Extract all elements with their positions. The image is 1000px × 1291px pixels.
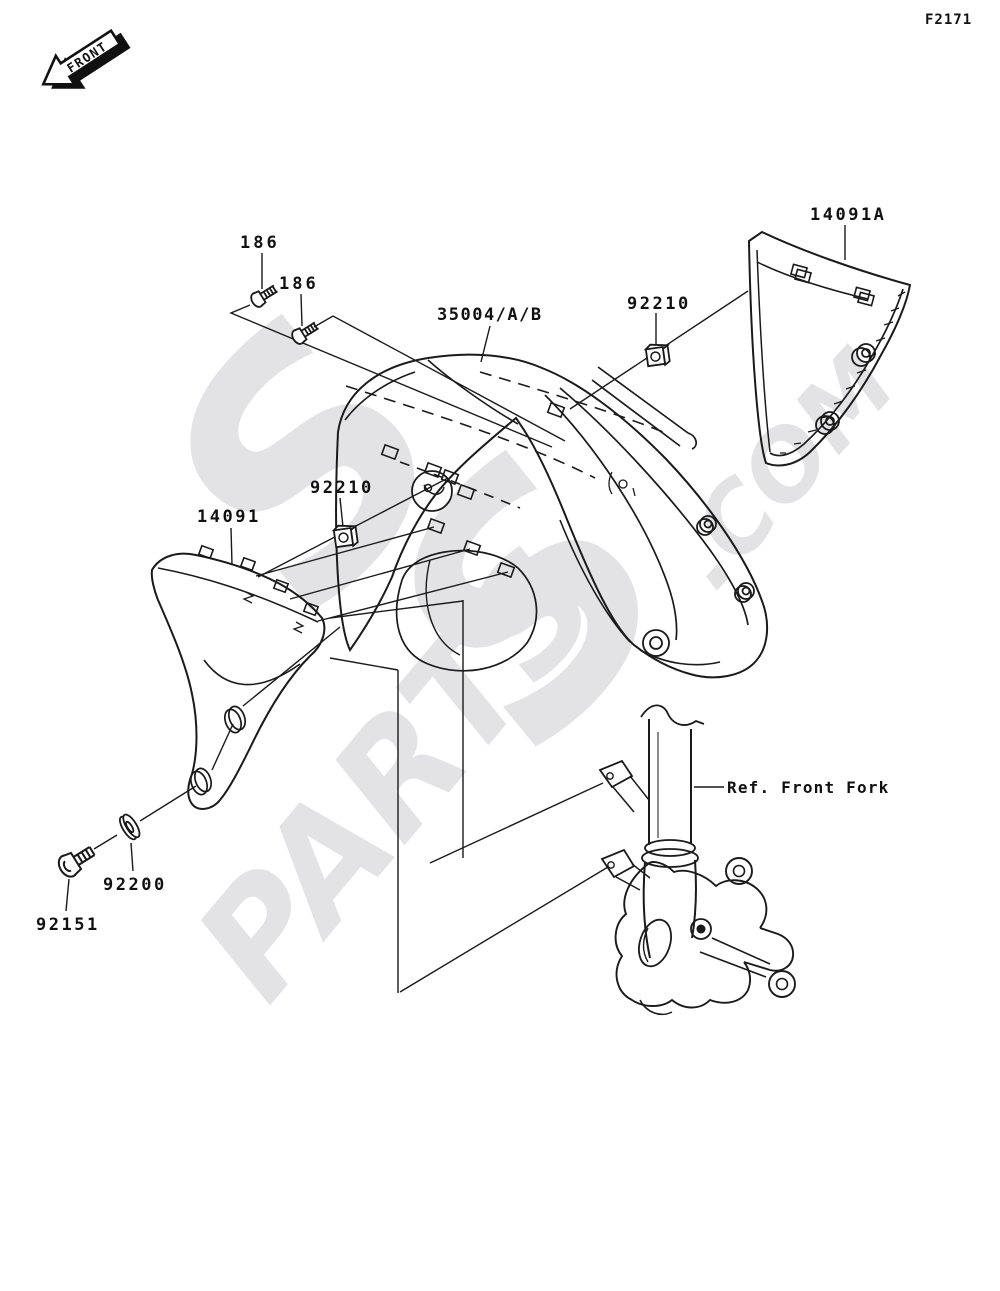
left-cover-holes [189, 705, 247, 796]
bolt-92151-icon [57, 846, 96, 878]
part-label-186-upper: 186 [240, 233, 280, 253]
watermark-com-text: .COM [650, 330, 917, 610]
fender-mount-tabs [380, 401, 566, 579]
left-fender-cover-drawing [150, 544, 326, 810]
part-label-92210-right: 92210 [627, 294, 691, 314]
part-label-186-lower: 186 [279, 274, 319, 294]
front-fender-drawing [335, 353, 769, 679]
fork-stay-lugs [598, 759, 651, 891]
left-cover-tabs [197, 544, 320, 617]
right-cover-tabs [789, 263, 876, 307]
bolt-186-upper-icon [250, 284, 278, 308]
part-label-92151: 92151 [36, 915, 100, 935]
part-label-92210-left: 92210 [310, 478, 374, 498]
front-fork-drawing [598, 704, 796, 1016]
washer-92200-icon [119, 813, 141, 841]
right-fender-cover-drawing [747, 230, 912, 467]
part-label-14091A: 14091A [810, 205, 886, 225]
right-cover-grommets [815, 343, 876, 435]
clip-92210-right-icon [643, 343, 671, 368]
fender-grommets [642, 515, 755, 657]
front-arrow-icon: FRONT [41, 28, 131, 89]
part-label-ref-front-fork: Ref. Front Fork [727, 778, 890, 797]
part-label-35004: 35004/A/B [437, 305, 543, 325]
figure-code: F2171 [925, 12, 972, 28]
part-label-14091: 14091 [197, 507, 261, 527]
part-label-92200: 92200 [103, 875, 167, 895]
watermark: PARTS S S .COM [91, 255, 917, 1030]
clip-92210-left-icon [331, 524, 359, 549]
bolt-186-lower-icon [291, 321, 319, 345]
